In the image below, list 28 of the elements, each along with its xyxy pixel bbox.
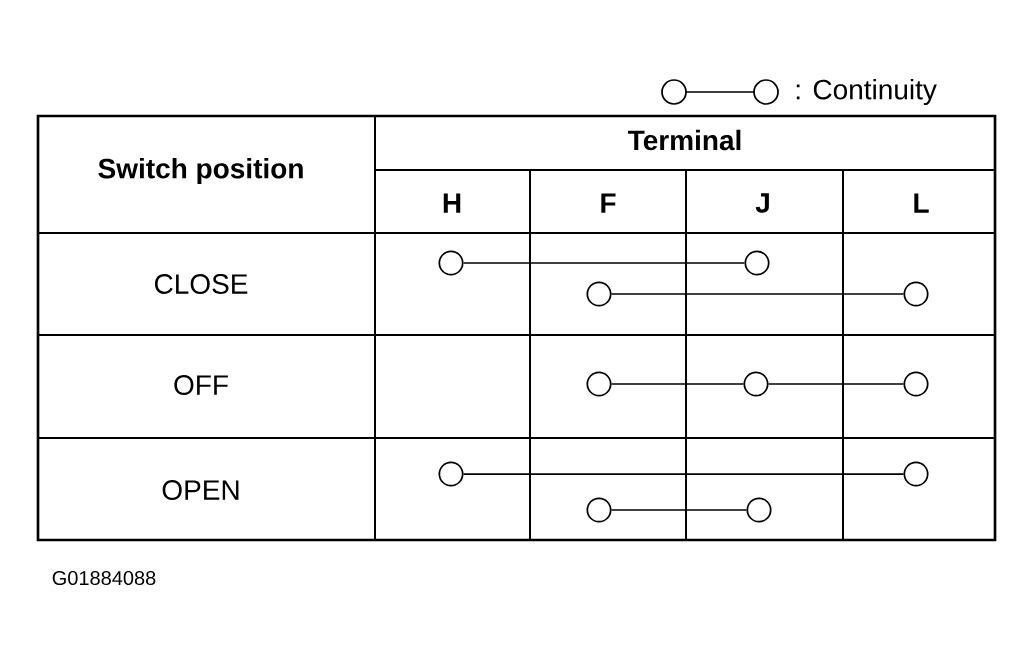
terminal-circle <box>438 461 464 487</box>
terminal-circle <box>903 371 929 397</box>
terminal-circle <box>438 250 464 276</box>
column-header: Terminal <box>628 129 741 151</box>
terminal-label: L <box>914 193 929 213</box>
terminal-circle <box>586 497 612 523</box>
continuity-line <box>767 383 905 385</box>
column-header: Switch position <box>98 157 303 185</box>
terminal-label: F <box>601 193 616 213</box>
continuity-line <box>610 293 905 295</box>
continuity-line <box>462 473 905 475</box>
position-label: OFF <box>174 375 228 395</box>
position-label: OPEN <box>162 480 239 500</box>
continuity-line <box>610 383 745 385</box>
terminal-circle <box>586 371 612 397</box>
terminal-label: J <box>755 193 769 213</box>
terminal-circle <box>746 497 772 523</box>
terminal-circle <box>743 371 769 397</box>
continuity-line <box>462 262 746 264</box>
legend-label: : Continuity <box>796 78 937 106</box>
figure-code: G01884088 <box>52 570 156 586</box>
terminal-circle <box>903 461 929 487</box>
continuity-line <box>610 509 748 511</box>
terminal-label: H <box>443 193 461 213</box>
terminal-circle <box>586 281 612 307</box>
terminal-circle <box>744 250 770 276</box>
terminal-circle <box>903 281 929 307</box>
position-label: CLOSE <box>154 274 248 294</box>
